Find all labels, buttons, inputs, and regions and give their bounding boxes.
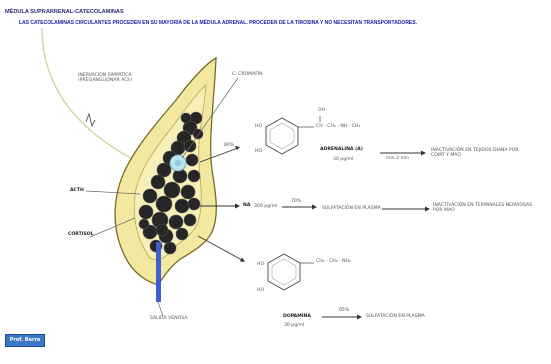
chromaffin-leader-line bbox=[181, 77, 239, 159]
cortisol-leader-line bbox=[89, 217, 136, 238]
label-chromaffin: C. CROMAFÍN bbox=[232, 72, 263, 77]
noradrenaline-fate: INACTIVACIÓN EN TERMINALES NERVIOSAS POR… bbox=[433, 203, 533, 214]
noradrenaline-percent: 70% bbox=[291, 199, 302, 204]
medulla-cell bbox=[156, 162, 172, 178]
dopamine-percent: 95% bbox=[339, 308, 350, 313]
dopamine-name: DOPAMINA bbox=[283, 314, 311, 319]
medulla-cell bbox=[185, 153, 199, 167]
adrenaline-ho-top-label: HO bbox=[255, 124, 263, 129]
innervation-spike bbox=[85, 112, 96, 128]
adrenaline-name: ADRENALINA (A) bbox=[320, 147, 363, 152]
dopamine-benzene-ring bbox=[267, 253, 301, 291]
arrow-to-dopamine bbox=[197, 235, 243, 261]
arrow-to-dopamine-head bbox=[240, 257, 245, 262]
noradrenaline-sulfation: SULFATACIÓN EN PLASMA bbox=[322, 206, 381, 211]
adrenaline-benzene-ring bbox=[265, 117, 299, 155]
adrenaline-ring-inner bbox=[269, 122, 295, 150]
dopamine-ring-inner bbox=[271, 258, 297, 286]
dopamine-concentration: 30 pg/ml bbox=[284, 323, 305, 328]
arrow-to-adrenaline bbox=[199, 147, 239, 163]
medulla-cell bbox=[168, 214, 184, 230]
page-title: MÉDULA SUPRARRENAL-CATECOLAMINAS bbox=[5, 9, 124, 15]
acth-leader-line bbox=[85, 190, 141, 195]
adrenaline-side-chain: CH - CH₂ - NH - CH₃ bbox=[316, 124, 361, 129]
adrenaline-fate-arrow-head bbox=[421, 150, 426, 156]
adrenaline-concentration: 30 pg/ml bbox=[333, 157, 354, 162]
label-venous-outflow: SALIDA VENOSA bbox=[150, 316, 188, 321]
medulla-cell bbox=[183, 213, 197, 227]
label-acth: ACTH bbox=[70, 188, 84, 193]
medulla-cell bbox=[150, 174, 166, 190]
medulla-cell bbox=[138, 218, 150, 230]
label-innervation: INERVACIÓN SIMPÁTICA (PREGANGLIONAR ACh) bbox=[78, 73, 133, 84]
medulla-cell bbox=[155, 195, 173, 213]
medulla-cell bbox=[174, 198, 190, 214]
venous-outflow-vessel bbox=[156, 242, 161, 302]
medulla-cell bbox=[187, 169, 201, 183]
adrenaline-ho-bottom-label: HO bbox=[255, 149, 263, 154]
dopamine-to-sulfation-arrow-head bbox=[357, 314, 362, 320]
dopamine-ho-top-label: HO bbox=[257, 262, 265, 267]
page-subtitle: LAS CATECOLAMINAS CIRCULANTES PROCEDEN E… bbox=[19, 20, 417, 26]
na-fate-arrow-head bbox=[425, 206, 430, 212]
adrenaline-percent: 80% bbox=[224, 143, 235, 148]
dopamine-side-chain: CH₂ - CH₂ - NH₂ bbox=[316, 259, 351, 264]
medulla-cell bbox=[187, 197, 201, 211]
medulla-cell bbox=[163, 241, 177, 255]
author-logo-badge: Prof. Berra bbox=[5, 334, 45, 347]
adrenaline-fate: INACTIVACIÓN EN TEJIDOS DIANA POR COMT Y… bbox=[431, 148, 519, 159]
medulla-cell bbox=[163, 181, 181, 199]
medulla-cell bbox=[142, 188, 158, 204]
arrow-to-adrenaline-head bbox=[235, 146, 240, 150]
adrenaline-oh-label: OH bbox=[318, 108, 326, 113]
medulla-cell bbox=[180, 184, 196, 200]
dopamine-ho-bottom-label: HO bbox=[257, 288, 265, 293]
medulla-cell bbox=[138, 204, 154, 220]
vein-leader-line bbox=[157, 301, 164, 317]
noradrenaline-name: NA bbox=[243, 203, 251, 208]
label-cortisol: CORTISOL bbox=[68, 232, 94, 237]
noradrenaline-concentration: 300 pg/ml bbox=[254, 204, 278, 209]
arrow-to-noradrenaline-head bbox=[235, 203, 240, 209]
medulla-cell bbox=[155, 223, 169, 237]
adrenaline-time: min 2 min bbox=[386, 156, 410, 161]
medulla-cell bbox=[180, 112, 192, 124]
chromaffin-cell-nucleus bbox=[174, 159, 182, 167]
medulla-cell bbox=[175, 227, 189, 241]
dopamine-sulfation: SULFATACIÓN EN PLASMA bbox=[366, 314, 425, 319]
na-to-sulfation-arrow-head bbox=[312, 204, 317, 210]
